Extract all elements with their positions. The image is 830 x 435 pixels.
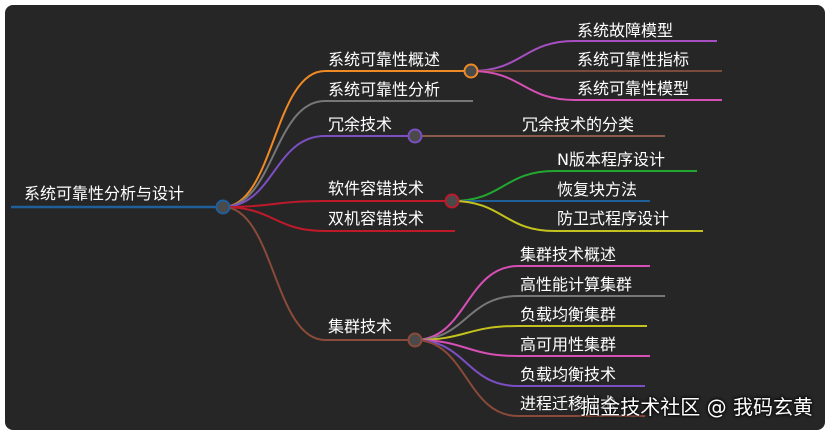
- child-connector-5-0: [414, 265, 519, 341]
- leaf-label-hpc-cluster[interactable]: 高性能计算集群: [520, 275, 633, 294]
- leaf-label-reliability-model[interactable]: 系统可靠性模型: [577, 79, 690, 98]
- mindmap-canvas: 系统可靠性分析与设计 系统可靠性概述 系统可靠性分析 冗余技术 软件容错技术 双…: [5, 5, 825, 430]
- leaf-label-n-version[interactable]: N版本程序设计: [557, 150, 665, 169]
- branch-connector-2: [222, 135, 326, 208]
- branch-label-reliability-analysis[interactable]: 系统可靠性分析: [328, 80, 441, 99]
- leaf-label-defensive-programming[interactable]: 防卫式程序设计: [557, 209, 670, 228]
- branch-label-reliability-overview[interactable]: 系统可靠性概述: [328, 50, 441, 69]
- branch-connector-0: [222, 70, 326, 208]
- leaf-label-reliability-indicator[interactable]: 系统可靠性指标: [577, 50, 690, 69]
- leaf-label-load-balance-cluster[interactable]: 负载均衡集群: [520, 305, 617, 324]
- leaf-label-cluster-overview[interactable]: 集群技术概述: [520, 245, 617, 264]
- watermark: 掘金技术社区 @ 我码玄黄: [580, 395, 813, 419]
- branch-node-dot-3[interactable]: [444, 193, 460, 209]
- child-connector-0-0: [470, 40, 576, 72]
- branch-node-dot-5[interactable]: [407, 332, 423, 348]
- branch-label-cluster[interactable]: 集群技术: [328, 317, 393, 336]
- child-connector-0-2: [470, 70, 576, 101]
- leaf-label-redundancy-types[interactable]: 冗余技术的分类: [522, 115, 635, 134]
- branch-node-dot-2[interactable]: [407, 128, 423, 144]
- child-connector-3-0: [451, 170, 556, 202]
- leaf-label-load-balance-tech[interactable]: 负载均衡技术: [520, 365, 617, 384]
- branch-label-dual-machine[interactable]: 双机容错技术: [328, 209, 425, 228]
- branch-connector-1: [222, 100, 326, 208]
- child-connector-5-1: [414, 295, 519, 341]
- branch-connector-4: [222, 206, 326, 232]
- branch-connector-5: [222, 206, 326, 341]
- leaf-label-fault-model[interactable]: 系统故障模型: [577, 21, 674, 40]
- root-node-dot[interactable]: [215, 199, 231, 215]
- root-node-label[interactable]: 系统可靠性分析与设计: [24, 184, 185, 203]
- child-connector-3-2: [451, 200, 556, 232]
- branch-label-software-fault-tolerance[interactable]: 软件容错技术: [328, 179, 425, 198]
- child-connector-5-5: [414, 339, 519, 417]
- leaf-label-process-migration[interactable]: 进程迁移技术: [520, 394, 617, 413]
- leaf-label-ha-cluster[interactable]: 高可用性集群: [520, 335, 617, 354]
- mindmap-links: [11, 40, 722, 417]
- branch-label-redundancy[interactable]: 冗余技术: [328, 115, 393, 134]
- branch-node-dot-0[interactable]: [463, 63, 479, 79]
- leaf-label-recovery-block[interactable]: 恢复块方法: [557, 180, 638, 199]
